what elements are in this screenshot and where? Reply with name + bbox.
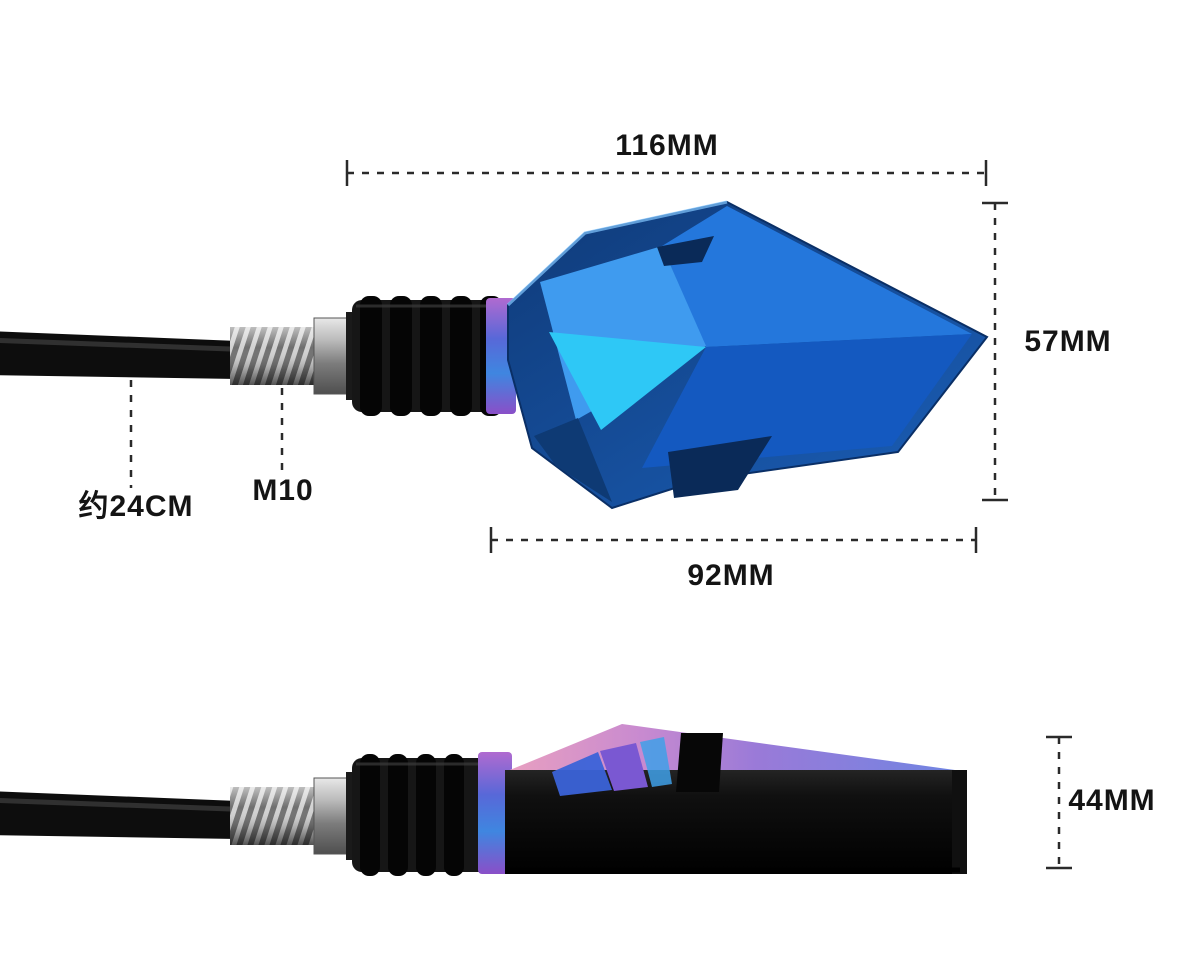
lamp-head-lens <box>506 200 989 510</box>
threaded-stud-side <box>230 787 318 845</box>
threaded-stud <box>230 327 318 385</box>
dimension-label-cable-length: 约24CM <box>78 490 194 523</box>
mounting-nut <box>313 317 349 395</box>
dimension-label-thread-spec: M10 <box>252 474 314 507</box>
iridescent-collar-side <box>478 752 512 874</box>
dim-line-57mm <box>982 201 1008 502</box>
power-cable <box>0 331 238 379</box>
ribbed-stem-side <box>352 754 502 876</box>
dim-line-116mm <box>345 160 988 186</box>
dimension-label-head-height: 57MM <box>1024 325 1112 358</box>
cable-highlight-side <box>0 797 231 812</box>
turn-signal-front-view <box>0 200 989 510</box>
dimension-label-base-width: 92MM <box>687 559 775 592</box>
dimension-lines-side-view <box>1046 735 1072 870</box>
dim-line-44mm <box>1046 735 1072 870</box>
turn-signal-side-view <box>0 724 967 876</box>
power-cable-side <box>0 791 238 839</box>
dimension-label-top-width: 116MM <box>615 129 719 162</box>
dimension-lines-front-view <box>129 160 1008 553</box>
cable-highlight <box>0 337 231 352</box>
ribbed-stem <box>352 296 516 416</box>
dim-line-92mm <box>489 527 978 553</box>
dimension-label-profile-height: 44MM <box>1068 784 1156 817</box>
lamp-housing-side <box>505 724 967 874</box>
mounting-nut-side <box>313 777 349 855</box>
